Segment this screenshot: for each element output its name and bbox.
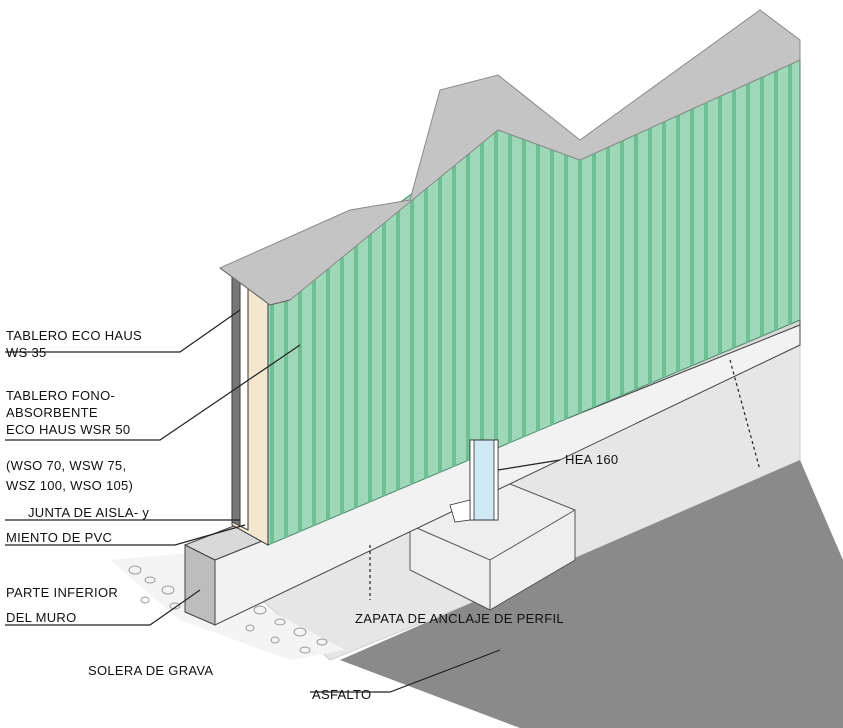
leader-tablero-fono xyxy=(5,344,301,441)
asphalt-surface xyxy=(340,460,843,728)
anchor-footing xyxy=(409,479,576,611)
leader-asfalto xyxy=(310,649,501,693)
hea-post xyxy=(449,439,499,523)
label-junta-2: MIENTO DE PVC xyxy=(6,530,113,545)
dashed-line-2 xyxy=(729,359,761,471)
label-junta-1: JUNTA DE AISLA- y xyxy=(28,505,150,520)
label-variants-2: WSZ 100, WSO 105) xyxy=(6,478,134,493)
gravel-stones xyxy=(128,565,328,654)
label-variants-1: (WSO 70, WSW 75, xyxy=(6,458,127,473)
label-solera: SOLERA DE GRAVA xyxy=(88,663,214,678)
label-hea: HEA 160 xyxy=(565,452,619,467)
leader-junta-2 xyxy=(5,524,246,546)
label-tablero-eco-haus-1: TABLERO ECO HAUS xyxy=(6,328,143,343)
label-tablero-fono-3: ECO HAUS WSR 50 xyxy=(6,422,131,437)
label-tablero-fono-2: ABSORBENTE xyxy=(6,405,98,420)
leader-parte-inferior xyxy=(5,589,201,626)
leader-lines xyxy=(5,309,761,693)
label-parte-inferior-1: PARTE INFERIOR xyxy=(6,585,119,600)
label-asfalto: ASFALTO xyxy=(312,687,372,702)
label-tablero-eco-haus-2: WS 35 xyxy=(6,345,47,360)
label-tablero-fono-1: TABLERO FONO- xyxy=(6,388,116,403)
label-zapata: ZAPATA DE ANCLAJE DE PERFIL xyxy=(355,611,564,626)
label-parte-inferior-2: DEL MURO xyxy=(6,610,77,625)
leader-hea xyxy=(497,459,561,471)
leader-tablero-eco-haus xyxy=(5,309,241,353)
top-cap xyxy=(219,9,801,306)
panel-section xyxy=(231,274,269,546)
